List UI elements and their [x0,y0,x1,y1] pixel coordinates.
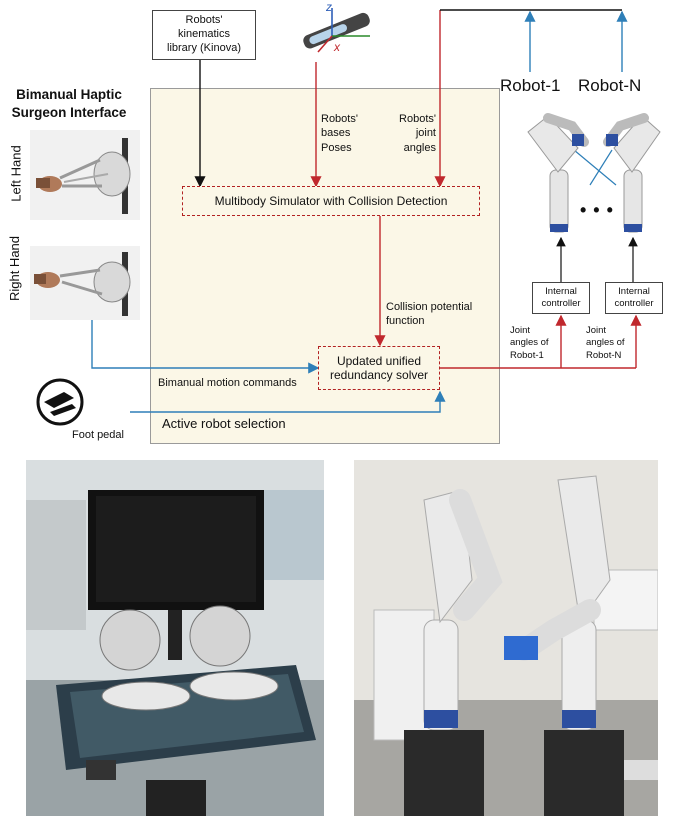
collision-line1: Collision potential [386,301,473,313]
kinematics-library-box: Robots' kinematics library (Kinova) [152,10,256,60]
foot-pedal-label: Foot pedal [72,429,124,441]
solver-line2: redundancy solver [329,368,429,382]
right-hand-label: Right Hand [7,235,23,301]
active-robot-selection-label: Active robot selection [162,416,286,431]
robot-arms-illustration [527,113,661,233]
internal-controller-n: Internal controller [605,282,663,314]
bases-line2: bases [321,127,351,140]
redundancy-solver-box: Updated unified redundancy solver [318,346,440,390]
bases-line3: Poses [321,141,352,154]
joint-angles-robot-n-label: Joint angles of Robot-N [586,325,625,361]
foot-pedal-icon [36,378,84,426]
solver-line1: Updated unified [336,353,422,368]
internal-controller-1: Internal controller [532,282,590,314]
left-haptic-device-image [30,130,140,220]
robot-cross-line-b [589,149,613,186]
robot-cross-line-a [573,149,617,186]
joint-line3: angles [403,141,436,154]
haptic-console-photo-graphic [26,460,324,816]
axis-x-label: x [334,40,340,54]
joint-angles-label: Robots' joint angles [386,112,436,155]
coordinate-frame-icon [303,8,370,53]
haptic-console-photo [26,460,324,816]
robot-arms-photo-graphic [354,460,658,816]
bases-line1: Robots' [321,113,358,125]
joint-angles-robot-1-label: Joint angles of Robot-1 [510,325,549,361]
robot-ellipsis: • • • [580,200,614,220]
kinematics-line2: kinematics [178,28,230,41]
haptic-interface-title: Bimanual Haptic Surgeon Interface [4,86,134,122]
robot-1-label: Robot-1 [500,76,561,95]
axis-z-label: z [326,0,332,14]
robot-arms-photo [354,460,658,816]
right-haptic-device-image [30,246,140,320]
kinematics-line3: library (Kinova) [167,41,241,54]
collision-potential-label: Collision potential function [386,300,472,329]
haptic-title-line1: Bimanual Haptic [16,87,122,102]
joint-line1: Robots' [399,113,436,125]
left-hand-label: Left Hand [8,144,24,202]
robot-n-label: Robot-N [578,76,642,95]
haptic-title-line2: Surgeon Interface [11,105,127,121]
joint-line2: joint [415,127,436,140]
kinematics-line1: Robots' [185,14,223,27]
bases-poses-label: Robots' bases Poses [321,112,358,155]
multibody-simulator-box: Multibody Simulator with Collision Detec… [182,186,480,216]
collision-line2: function [386,315,425,328]
bimanual-motion-label: Bimanual motion commands [158,377,297,389]
